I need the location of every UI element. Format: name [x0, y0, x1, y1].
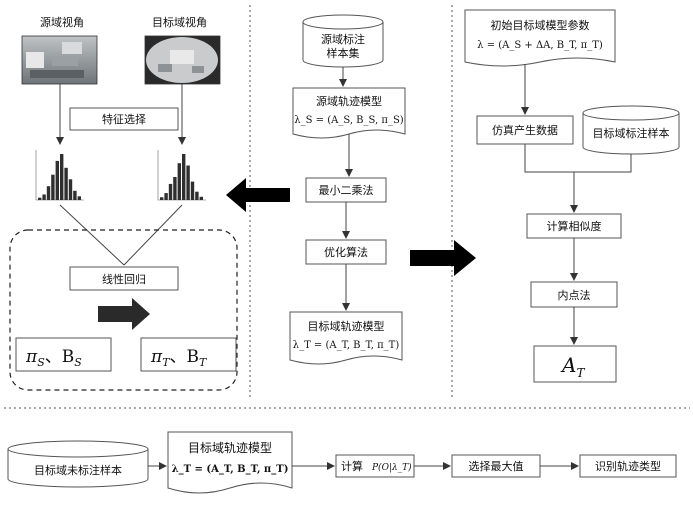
source-labeled-set-line1: 源域标注 — [321, 32, 365, 46]
source-histogram-bar — [78, 196, 81, 200]
source-histogram-bar — [47, 186, 50, 200]
target-histogram — [158, 150, 206, 200]
target-histogram-bar — [169, 184, 172, 200]
source-histogram-bar — [60, 154, 63, 200]
source-histogram-bar — [42, 194, 45, 200]
source-histogram-bar — [56, 161, 59, 200]
target-histogram-bar — [164, 193, 167, 200]
target-view-photo — [145, 36, 220, 84]
target-histogram-bar — [182, 154, 185, 200]
big-right-arrow — [410, 240, 476, 276]
optimization-label: 优化算法 — [324, 245, 368, 259]
source-histogram — [36, 150, 84, 200]
target-histogram-bar — [191, 182, 194, 200]
source-histogram-bar — [38, 198, 41, 200]
source-model-title: 源域轨迹模型 — [316, 94, 382, 108]
target-histogram-bar — [173, 177, 176, 200]
compute-similarity-label: 计算相似度 — [547, 219, 602, 233]
bottom-model-title: 目标域轨迹模型 — [188, 441, 272, 455]
compute-label: 计算 — [341, 459, 363, 473]
big-left-arrow — [226, 178, 290, 212]
source-model-formula: λ_S = (A_S, B_S, π_S) — [294, 115, 404, 126]
source-view-label: 源域视角 — [40, 15, 84, 29]
line-db-to-merge — [574, 154, 631, 172]
target-histogram-bar — [178, 163, 181, 200]
initial-params-title: 初始目标域模型参数 — [491, 18, 590, 32]
source-params-label: πS、BS — [25, 347, 82, 369]
line-target-to-regression — [124, 205, 182, 265]
compute-formula: P(O|λ_T) — [371, 462, 412, 473]
target-view-label: 目标域视角 — [152, 15, 207, 29]
source-histogram-bar — [64, 168, 67, 200]
unlabeled-sample-label: 目标域未标注样本 — [34, 463, 122, 477]
target-model-formula: λ_T = (A_T, B_T, π_T) — [293, 340, 400, 351]
line-source-to-regression — [60, 205, 124, 265]
target-histogram-bar — [195, 192, 198, 200]
source-histogram-bar — [69, 179, 72, 200]
linear-regression-label: 线性回归 — [102, 272, 146, 286]
source-labeled-set-line2: 样本集 — [327, 46, 360, 60]
target-histogram-bar — [160, 197, 163, 200]
interior-point-label: 内点法 — [558, 288, 591, 302]
identify-label: 识别轨迹类型 — [595, 459, 661, 473]
target-model-title: 目标域轨迹模型 — [308, 319, 385, 333]
source-histogram-bar — [51, 175, 54, 200]
source-histogram-bar — [73, 191, 76, 200]
target-labeled-sample-label: 目标域标注样本 — [593, 126, 670, 140]
simulate-label: 仿真产生数据 — [492, 123, 558, 137]
select-max-label: 选择最大值 — [469, 459, 524, 473]
feature-select-label: 特征选择 — [102, 112, 146, 126]
target-histogram-bar — [186, 166, 189, 201]
transfer-arrow — [98, 298, 150, 330]
least-squares-label: 最小二乘法 — [319, 183, 374, 197]
source-view-photo — [22, 36, 97, 84]
target-histogram-bar — [200, 197, 203, 200]
bottom-model-formula: λ_T = (A_T, B_T, π_T) — [172, 464, 289, 475]
initial-params-formula: λ = (A_S + ΔA, B_T, π_T) — [477, 40, 603, 51]
line-sim-to-merge — [525, 144, 574, 172]
